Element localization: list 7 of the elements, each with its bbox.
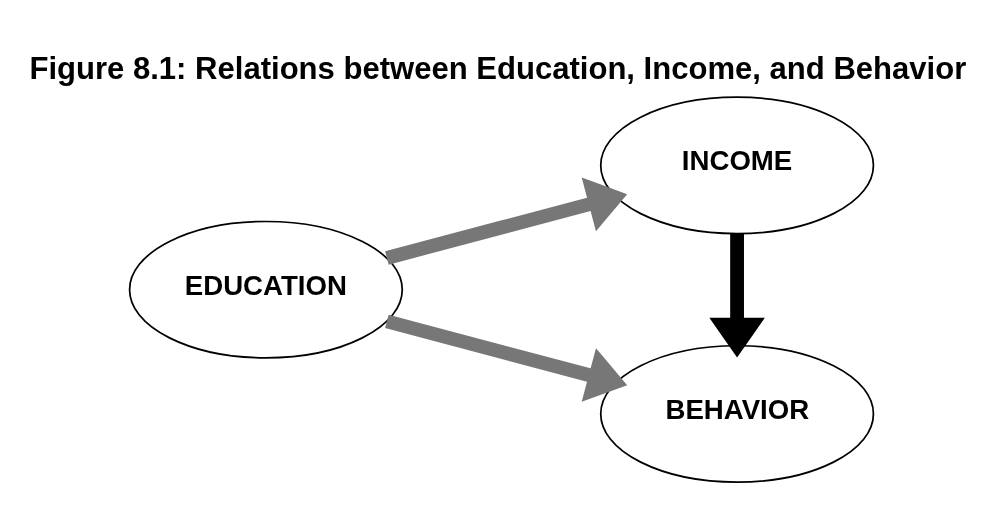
node-ellipse: BEHAVIOR	[599, 344, 875, 483]
node-ellipse: EDUCATION	[128, 220, 404, 359]
node-ellipse: INCOME	[599, 96, 875, 235]
diagram-title: Figure 8.1: Relations between Education, Income, and Behavior	[29, 50, 967, 86]
arrow	[385, 314, 628, 402]
arrow	[709, 233, 765, 358]
arrow	[385, 177, 628, 265]
